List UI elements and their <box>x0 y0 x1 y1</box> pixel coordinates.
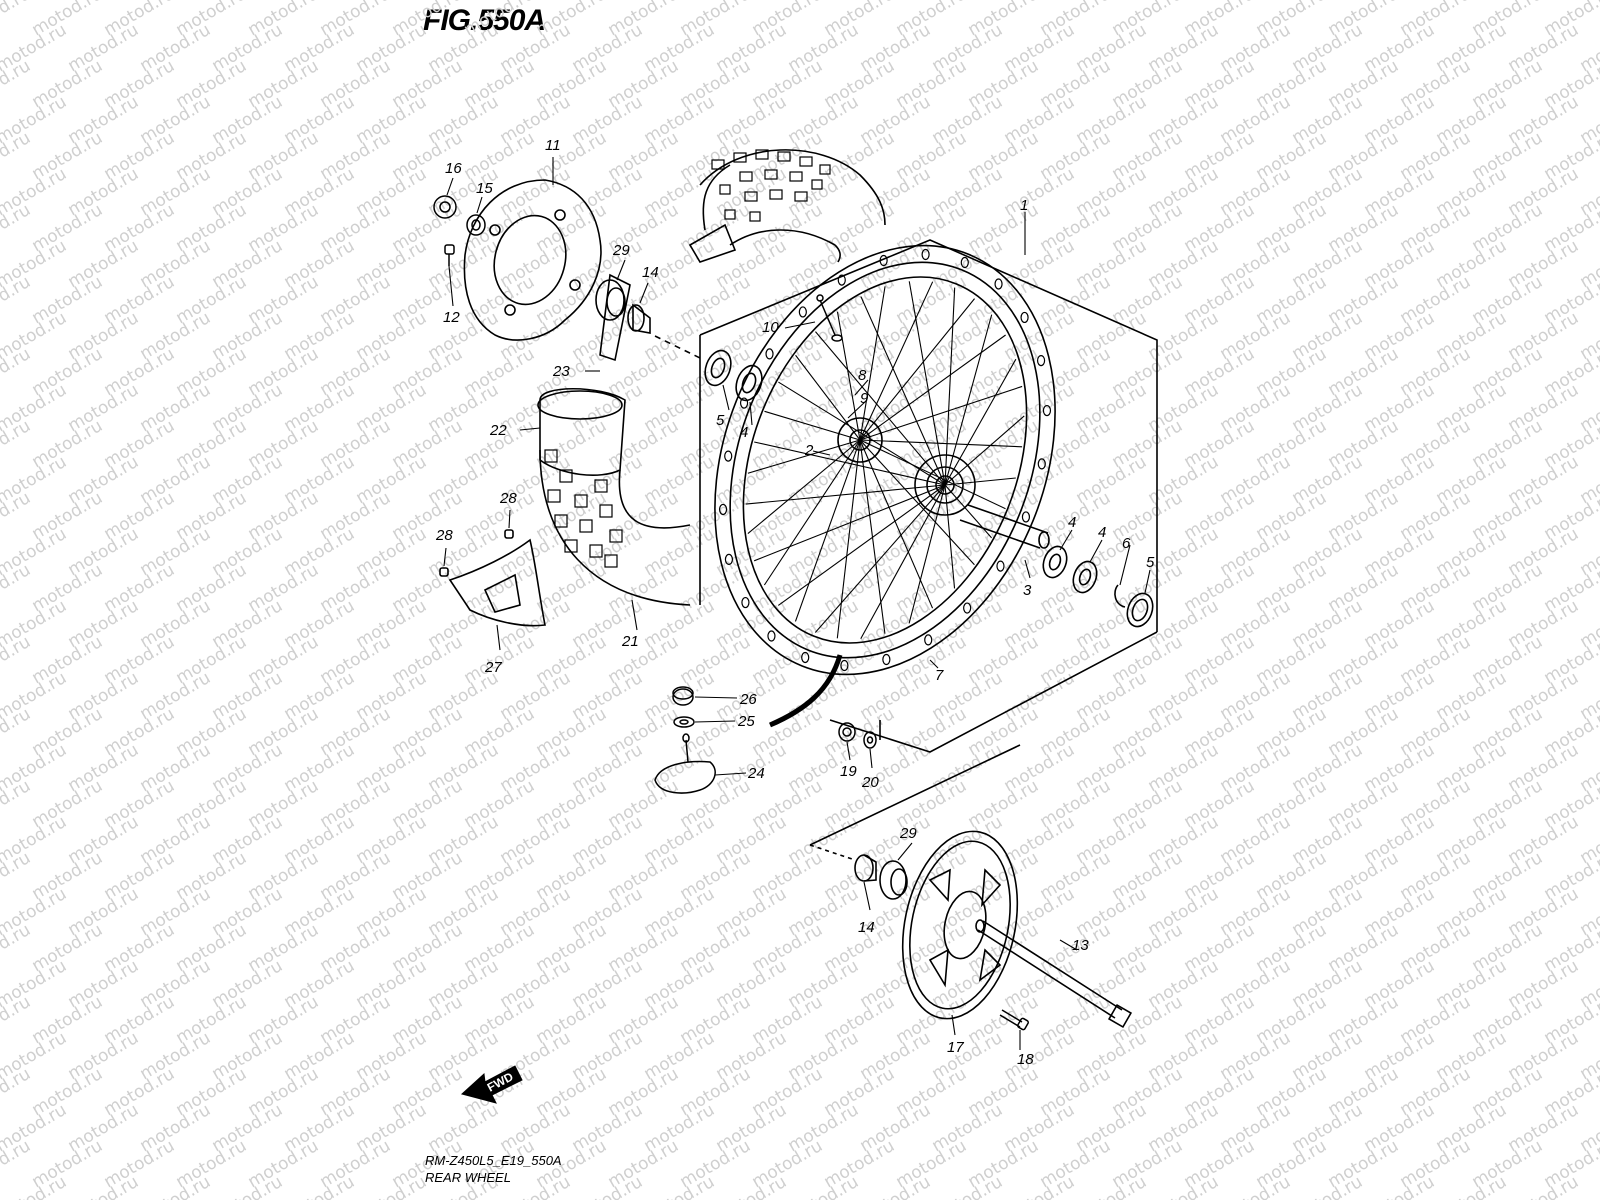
callout-8: 8 <box>858 367 867 384</box>
callout-28: 28 <box>435 527 453 544</box>
callout-29: 29 <box>612 242 630 259</box>
callout-16: 16 <box>445 160 462 177</box>
callout-15: 15 <box>476 180 493 197</box>
callout-7: 7 <box>935 667 944 684</box>
callout-25: 25 <box>737 713 755 730</box>
callout-1: 1 <box>1020 197 1028 214</box>
rim-hole <box>798 306 807 318</box>
callout-3: 3 <box>1023 582 1032 599</box>
watermark-text: motod.ru <box>0 0 34 40</box>
callout-5: 5 <box>716 412 725 429</box>
callout-2: 2 <box>804 442 814 459</box>
callout-6: 6 <box>1122 535 1131 552</box>
callout-14: 14 <box>858 919 875 936</box>
callout-26: 26 <box>739 691 757 708</box>
callout-28: 28 <box>499 490 517 507</box>
callout-4: 4 <box>1098 524 1106 541</box>
callout-19: 19 <box>840 763 857 780</box>
rim-hole <box>994 278 1003 290</box>
figure-code: RM-Z450L5_E19_550A <box>425 1153 562 1168</box>
rim-hole <box>767 630 776 642</box>
rim-hole <box>741 596 750 609</box>
callout-29: 29 <box>899 825 917 842</box>
figure-name: REAR WHEEL <box>425 1170 511 1185</box>
rim-hole <box>1020 311 1029 324</box>
callout-21: 21 <box>621 633 639 650</box>
callout-9: 9 <box>860 390 869 407</box>
callout-10: 10 <box>762 319 779 336</box>
callout-24: 24 <box>747 765 765 782</box>
callout-4: 4 <box>1068 514 1076 531</box>
callout-4: 4 <box>740 424 748 441</box>
callout-18: 18 <box>1017 1051 1034 1068</box>
rim-hole <box>765 348 774 360</box>
callout-20: 20 <box>861 774 879 791</box>
callout-23: 23 <box>552 363 570 380</box>
callout-12: 12 <box>443 309 460 326</box>
callout-13: 13 <box>1072 937 1089 954</box>
figure-title: FIG.550A <box>423 4 546 37</box>
callout-14: 14 <box>642 264 659 281</box>
callout-27: 27 <box>484 659 502 676</box>
callout-22: 22 <box>489 422 507 439</box>
watermark-text: motod.ru <box>1577 0 1600 4</box>
callout-17: 17 <box>947 1039 964 1056</box>
callout-11: 11 <box>545 137 561 154</box>
rim-hole <box>724 450 733 462</box>
callout-5: 5 <box>1146 554 1155 571</box>
